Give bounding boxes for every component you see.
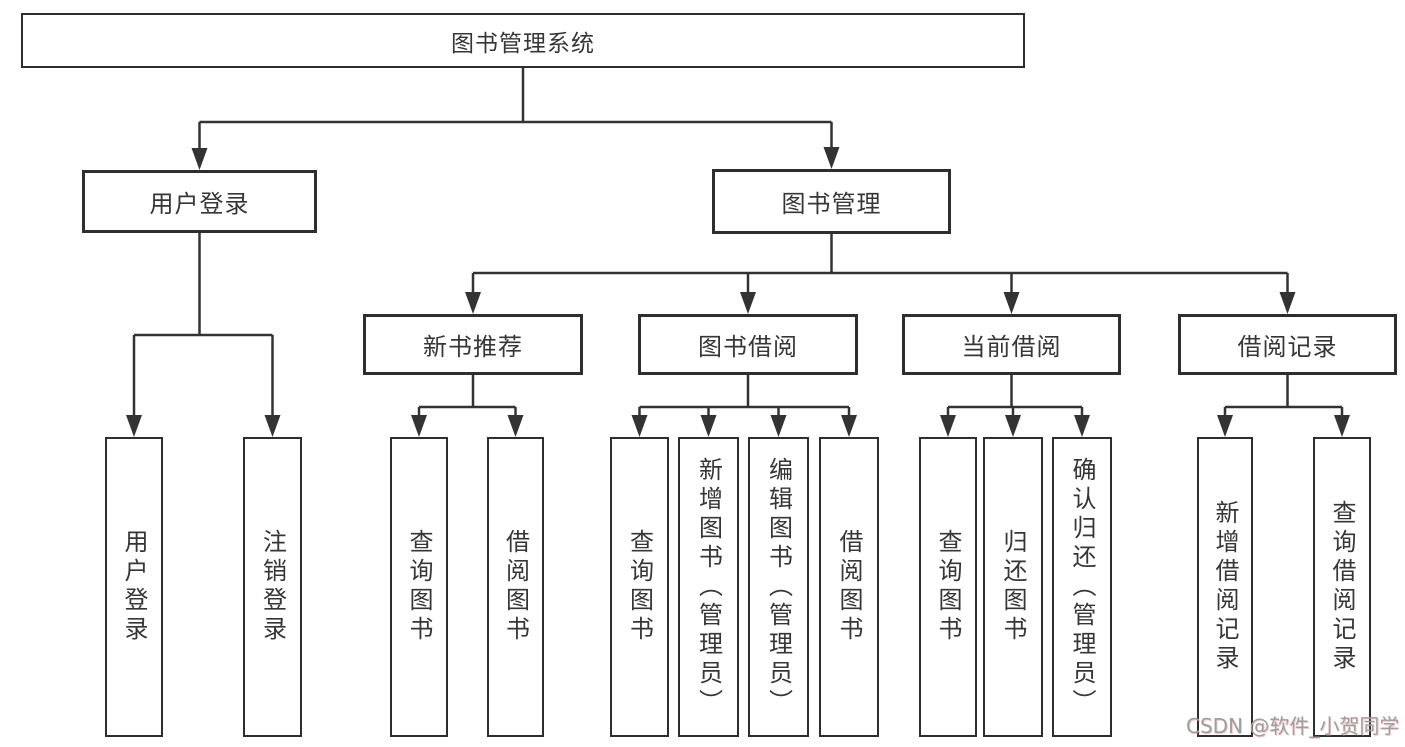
node-current-borrow-label: 当前借阅: [961, 333, 1062, 361]
leaf-return-books: 归还图书: [983, 437, 1043, 737]
leaf-add-book-admin-label: 新增图书（管理员）: [694, 456, 723, 718]
leaf-edit-book-admin-label: 编辑图书（管理员）: [764, 456, 793, 718]
node-new-book-recommend: 新书推荐: [363, 314, 583, 375]
node-user-login-label: 用户登录: [149, 190, 250, 218]
watermark: CSDN @软件_小贺同学: [1186, 714, 1400, 738]
node-borrow-record-label: 借阅记录: [1237, 333, 1338, 361]
node-current-borrow: 当前借阅: [902, 314, 1121, 375]
leaf-query-books-3-label: 查询图书: [934, 529, 962, 645]
leaf-logout-label: 注销登录: [258, 529, 287, 645]
leaf-add-book-admin: 新增图书（管理员）: [678, 437, 739, 737]
leaf-query-books-1: 查询图书: [390, 437, 448, 737]
leaf-return-books-label: 归还图书: [999, 529, 1027, 645]
leaf-query-books-2: 查询图书: [610, 437, 669, 737]
leaf-confirm-return-admin-label: 确认归还（管理员）: [1068, 456, 1096, 718]
leaf-borrow-books-2: 借阅图书: [819, 437, 879, 737]
node-new-book-recommend-label: 新书推荐: [423, 333, 523, 361]
leaf-add-borrow-record-label: 新增借阅记录: [1211, 500, 1239, 674]
leaf-query-borrow-record-label: 查询借阅记录: [1328, 500, 1356, 674]
leaf-query-borrow-record: 查询借阅记录: [1313, 437, 1371, 737]
node-root-label: 图书管理系统: [451, 30, 595, 57]
node-book-borrow-label: 图书借阅: [698, 333, 798, 361]
leaf-query-books-2-label: 查询图书: [625, 529, 654, 645]
leaf-logout: 注销登录: [243, 437, 302, 737]
node-book-management-label: 图书管理: [781, 190, 882, 218]
leaf-confirm-return-admin: 确认归还（管理员）: [1052, 437, 1112, 737]
node-borrow-record: 借阅记录: [1178, 314, 1397, 375]
node-book-borrow: 图书借阅: [638, 314, 858, 375]
leaf-user-login: 用户登录: [105, 437, 163, 737]
node-book-management: 图书管理: [712, 169, 951, 234]
leaf-query-books-3: 查询图书: [919, 437, 977, 737]
leaf-edit-book-admin: 编辑图书（管理员）: [748, 437, 809, 737]
leaf-borrow-books-2-label: 借阅图书: [835, 529, 863, 645]
leaf-borrow-books-1-label: 借阅图书: [501, 529, 530, 645]
node-root: 图书管理系统: [21, 13, 1025, 68]
leaf-add-borrow-record: 新增借阅记录: [1197, 437, 1253, 737]
arrowhead-icons: [126, 147, 1350, 437]
leaf-query-books-1-label: 查询图书: [405, 529, 433, 645]
leaf-user-login-label: 用户登录: [120, 529, 148, 645]
node-user-login: 用户登录: [82, 170, 317, 233]
leaf-borrow-books-1: 借阅图书: [487, 437, 544, 737]
